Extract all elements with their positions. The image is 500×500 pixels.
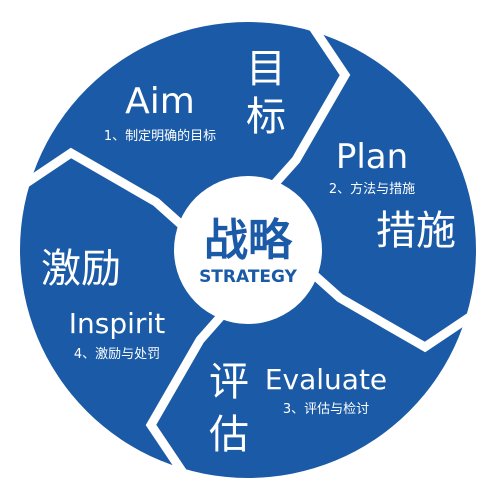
evaluate-title: Evaluate	[265, 363, 387, 396]
evaluate-big-char-2: 估	[209, 412, 249, 458]
separator-top	[216, 0, 351, 248]
evaluate-big-char-1: 评	[209, 359, 249, 405]
plan-big-chars: 措施	[376, 208, 456, 254]
inspirit-big-chars: 激励	[41, 246, 121, 292]
aim-big-char-1: 目	[246, 46, 286, 92]
inspirit-title: Inspirit	[69, 307, 165, 340]
separator-right	[252, 218, 500, 353]
aim-subtitle: 1、制定明确的目标	[104, 128, 216, 144]
separator-bottom	[145, 252, 279, 500]
plan-subtitle: 2、方法与措施	[329, 181, 415, 197]
plan-title: Plan	[336, 137, 408, 177]
center-title-en: STRATEGY	[199, 267, 298, 287]
inspirit-subtitle: 4、激励与处罚	[74, 347, 160, 362]
separator-left	[0, 147, 244, 282]
center-title-cn: 战略	[204, 215, 293, 266]
center-circle	[174, 176, 322, 324]
aim-title: Aim	[125, 81, 195, 122]
aim-big-char-2: 标	[246, 94, 286, 140]
evaluate-subtitle: 3、评估与检讨	[283, 402, 369, 417]
